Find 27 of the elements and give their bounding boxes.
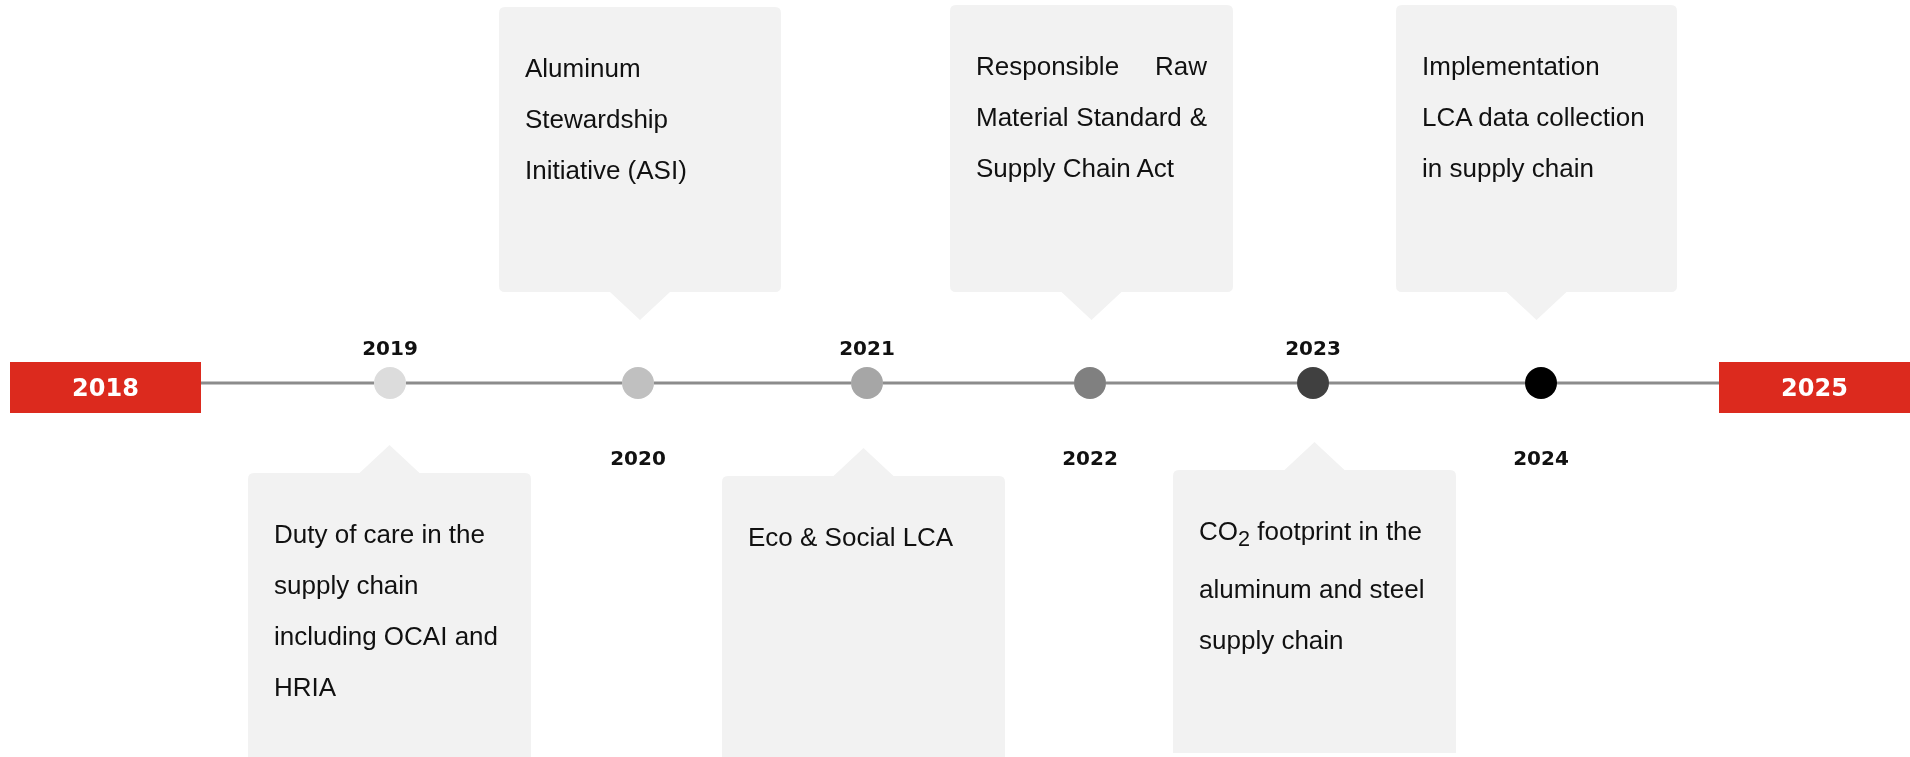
timeline-line <box>1557 381 1719 385</box>
year-label: 2022 <box>1062 446 1118 470</box>
callout-text: Implementation LCA data collection in supply chain <box>1422 50 1646 185</box>
timeline-dot <box>1525 367 1557 399</box>
year-label: 2020 <box>610 446 666 470</box>
timeline-dot <box>1074 367 1106 399</box>
callout-text: CO$_{2}$ footprint in the aluminum and steel supply chain <box>1199 515 1426 658</box>
timeline-line <box>201 381 374 385</box>
year-label: 2019 <box>362 336 418 360</box>
callout-text: Responsible Raw Material Standard & Supply Chain Act <box>976 50 1207 185</box>
timeline-dot <box>622 367 654 399</box>
timeline-line <box>883 381 1074 385</box>
callout-text: Duty of care in the supply chain including OCAI and HRIA <box>274 518 500 704</box>
timeline-dot <box>374 367 406 399</box>
callout-text: Aluminum Stewardship Initiative (ASI) <box>525 52 688 187</box>
year-label: 2023 <box>1285 336 1341 360</box>
timeline-dot <box>1297 367 1329 399</box>
timeline-line <box>406 381 622 385</box>
year-banner: 2025 <box>1719 362 1910 413</box>
timeline-line <box>1106 381 1297 385</box>
year-label: 2024 <box>1513 446 1569 470</box>
timeline-line <box>1329 381 1525 385</box>
year-label: 2021 <box>839 336 895 360</box>
year-banner: 2018 <box>10 362 201 413</box>
callout-text: Eco & Social LCA <box>748 521 955 554</box>
timeline-line <box>654 381 851 385</box>
timeline-dot <box>851 367 883 399</box>
